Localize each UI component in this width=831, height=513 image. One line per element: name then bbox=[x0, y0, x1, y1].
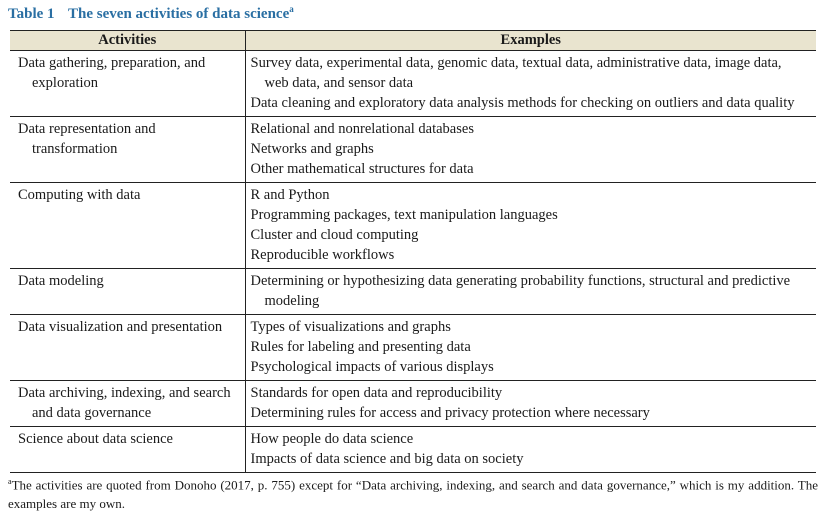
example-item: How people do data science bbox=[250, 431, 414, 447]
example-item: Relational and nonrelational databases bbox=[250, 121, 474, 137]
activity-cell: Data gathering, preparation, and explora… bbox=[10, 50, 246, 117]
activity-label: Data representation and transformation bbox=[18, 121, 156, 157]
activity-cell: Data representation and transformation bbox=[10, 116, 246, 183]
example-item: Other mathematical structures for data bbox=[250, 161, 474, 177]
examples-cell: Determining or hypothesizing data genera… bbox=[245, 268, 816, 315]
example-item: Reproducible workflows bbox=[250, 247, 395, 263]
activity-cell: Data archiving, indexing, and search and… bbox=[10, 380, 246, 427]
table-footnote: aThe activities are quoted from Donoho (… bbox=[8, 472, 818, 513]
table-body: Data gathering, preparation, and explora… bbox=[10, 50, 816, 473]
example-item: Types of visualizations and graphs bbox=[250, 319, 451, 335]
activity-label: Science about data science bbox=[18, 431, 173, 447]
example-item: Psychological impacts of various display… bbox=[250, 359, 494, 375]
column-header-activities: Activities bbox=[10, 31, 246, 51]
table-row: Science about data science How people do … bbox=[10, 426, 816, 473]
activity-cell: Data modeling bbox=[10, 268, 246, 315]
table-row: Data representation and transformation Re… bbox=[10, 116, 816, 183]
column-header-examples: Examples bbox=[245, 31, 816, 51]
table-header-row: Activities Examples bbox=[10, 31, 816, 51]
examples-cell: Survey data, experimental data, genomic … bbox=[245, 50, 816, 117]
table-note-marker: a bbox=[289, 4, 294, 14]
activity-label: Data modeling bbox=[18, 273, 104, 289]
activity-label: Data gathering, preparation, and explora… bbox=[18, 55, 206, 91]
table-number: Table 1 bbox=[8, 6, 55, 22]
activity-label: Data archiving, indexing, and search and… bbox=[18, 385, 231, 421]
table-row: Data gathering, preparation, and explora… bbox=[10, 50, 816, 117]
table-title: The seven activities of data science bbox=[68, 6, 290, 22]
example-item: Data cleaning and exploratory data analy… bbox=[250, 95, 795, 111]
activity-cell: Data visualization and presentation bbox=[10, 314, 246, 381]
examples-cell: Standards for open data and reproducibil… bbox=[245, 380, 816, 427]
activity-label: Data visualization and presentation bbox=[18, 319, 223, 335]
footnote-text: The activities are quoted from Donoho (2… bbox=[8, 477, 818, 512]
example-item: Cluster and cloud computing bbox=[250, 227, 419, 243]
activity-label: Computing with data bbox=[18, 187, 141, 203]
example-item: Determining rules for access and privacy… bbox=[250, 405, 650, 421]
table-row: Data modeling Determining or hypothesizin… bbox=[10, 268, 816, 315]
footnote-marker: a bbox=[8, 477, 12, 486]
example-item: Standards for open data and reproducibil… bbox=[250, 385, 503, 401]
example-item: Survey data, experimental data, genomic … bbox=[250, 55, 782, 91]
example-item: Programming packages, text manipulation … bbox=[250, 207, 558, 223]
data-science-activities-table: Activities Examples Data gathering, prep… bbox=[10, 30, 816, 473]
example-item: Determining or hypothesizing data genera… bbox=[250, 273, 791, 309]
example-item: Rules for labeling and presenting data bbox=[250, 339, 471, 355]
table-caption: Table 1 The seven activities of data sci… bbox=[8, 4, 294, 23]
table-row: Data visualization and presentation Types… bbox=[10, 314, 816, 381]
activity-cell: Science about data science bbox=[10, 426, 246, 472]
example-item: R and Python bbox=[250, 187, 330, 203]
example-item: Impacts of data science and big data on … bbox=[250, 451, 524, 467]
table-row: Data archiving, indexing, and search and… bbox=[10, 380, 816, 427]
example-item: Networks and graphs bbox=[250, 141, 374, 157]
activity-cell: Computing with data bbox=[10, 182, 246, 269]
